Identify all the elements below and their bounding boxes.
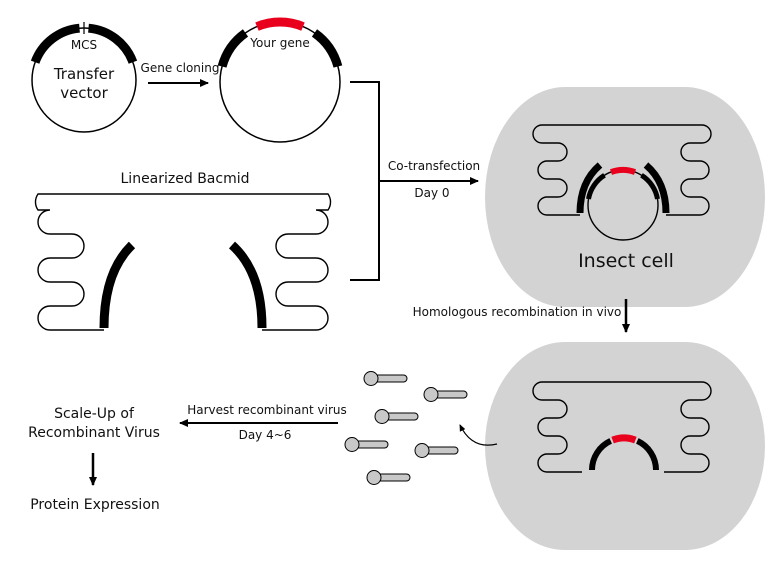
- cell-plasmid-insert: [609, 167, 637, 175]
- cell-bacmid: [532, 124, 712, 216]
- virus-particle-icon: [414, 443, 459, 458]
- virus-particles: [344, 371, 468, 485]
- scale-up-label-line2: Recombinant Virus: [28, 425, 160, 441]
- recombinant-thick-arc-left: [217, 29, 249, 68]
- insect-cell-icon-bottom: [485, 342, 765, 550]
- cotransfection-bracket: Co-transfection Day 0: [350, 81, 480, 281]
- cell-plasmid-arm-left: [586, 173, 606, 200]
- transfer-vector-label-line1: Transfer: [53, 65, 115, 83]
- bacmid-label: Linearized Bacmid: [121, 171, 250, 187]
- insect-cell-label: Insect cell: [578, 250, 674, 272]
- transfer-vector-label-line2: vector: [60, 84, 108, 102]
- transfer-vector-plasmid: MCS Transfer vector: [30, 22, 138, 133]
- bracket-line: [350, 81, 380, 281]
- virus-release-arrow-icon: [459, 424, 498, 446]
- homologous-recombination-label: Homologous recombination in vivo: [413, 305, 622, 319]
- protein-expression-label: Protein Expression: [30, 497, 160, 513]
- insect-cell-top: Insect cell: [485, 87, 765, 307]
- recombinant-bacmid: [532, 381, 712, 473]
- virus-particle-icon: [344, 437, 389, 452]
- recombinant-vector-plasmid: Your gene: [217, 17, 343, 143]
- linearized-bacmid: [34, 193, 332, 331]
- cell-bacmid-left-arm: [576, 162, 603, 214]
- recombinant-bacmid-arm-left: [589, 438, 613, 471]
- gene-cloning-label: Gene cloning: [141, 61, 220, 75]
- cell-bacmid-right-arm: [643, 162, 670, 214]
- your-gene-insert: [255, 17, 305, 31]
- virus-particle-icon: [374, 409, 419, 424]
- plasmid-thick-arc-right: [87, 23, 138, 64]
- harvest-label: Harvest recombinant virus: [187, 403, 347, 417]
- scale-up-label-line1: Scale-Up of: [54, 406, 135, 422]
- cotransfection-label: Co-transfection: [388, 159, 480, 173]
- bacmid-icon: [34, 193, 332, 331]
- recombinant-bacmid-insert: [611, 434, 637, 444]
- mcs-label: MCS: [71, 38, 97, 52]
- recombinant-thick-arc-right: [311, 29, 343, 68]
- virus-particle-icon: [363, 371, 408, 386]
- bacmid-left-homology-arm: [99, 241, 136, 329]
- cotransfection-day: Day 0: [414, 186, 449, 200]
- harvest-day: Day 4~6: [239, 428, 292, 442]
- your-gene-label: Your gene: [249, 36, 309, 50]
- insect-cell-bottom: [485, 342, 765, 550]
- recombinant-bacmid-arm-right: [635, 438, 659, 471]
- virus-particle-icon: [366, 470, 411, 485]
- virus-particle-icon: [423, 387, 468, 402]
- plasmid-thick-arc-left: [30, 23, 81, 64]
- cell-plasmid-arm-right: [640, 173, 660, 200]
- bacmid-right-homology-arm: [228, 241, 267, 329]
- insect-cell-icon: [485, 87, 765, 307]
